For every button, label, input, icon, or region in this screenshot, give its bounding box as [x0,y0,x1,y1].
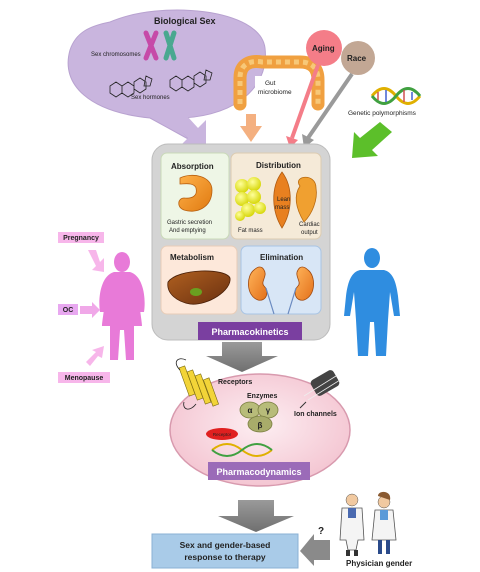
pregnancy-arrow [88,250,104,272]
liver-icon [167,270,231,305]
lean-label2: mass [275,205,289,211]
enzyme-icon: α γ β [239,401,279,433]
kidney-left-icon [248,266,268,301]
gut-label-line2: microbiome [258,89,292,96]
pregnancy-label: Pregnancy [63,235,99,242]
fat-cells-icon [235,177,266,221]
pharmacodynamics-title: Pharmacodynamics [216,467,301,477]
elimination-title: Elimination [260,253,303,262]
female-figure [99,252,145,360]
cardiac-label1: Cardiac [299,222,320,228]
oc-box [58,304,78,315]
muscle-icon [273,171,291,229]
dna-strand-icon [211,443,273,457]
dna-icon [370,87,422,105]
receptor-badge [206,428,238,440]
receptors-label: Receptors [218,379,252,386]
cardiac-label2: output [301,230,318,236]
ion-channel-icon [299,370,341,409]
steroid-molecule-icon [109,69,213,98]
stomach-icon [178,174,213,212]
alpha-label: α [248,406,253,415]
sex-to-pk-arrow [162,104,206,146]
pharmacodynamics-label-box [208,462,310,480]
menopause-arrow [86,346,104,366]
distribution-title: Distribution [256,161,301,170]
oc-label: OC [63,307,74,314]
gut-label-line1: Gut [265,80,276,87]
question-mark: ? [318,526,324,537]
pharmacokinetics-label-box [198,322,302,340]
pharmacokinetics-panel: Absorption Gastric secretion And emptyin… [151,143,331,341]
race-pin: Race [302,41,375,148]
beta-label: β [258,421,263,430]
absorption-line1: Gastric secretion [167,220,212,226]
biological-sex-title: Biological Sex [154,16,216,26]
oc-arrow [80,302,100,318]
ion-channels-label: Ion channels [294,411,337,418]
chromosome-icon [143,30,177,61]
physician-gender-label: Physician gender [346,559,412,568]
gut-to-pk-arrow [240,114,262,142]
physician-to-response-arrow [300,534,330,566]
receptor-badge-label: Receptor [213,432,232,437]
absorption-title: Absorption [171,162,214,171]
absorption-line2: And emptying [169,228,206,234]
aging-pin: Aging [286,30,342,148]
male-figure [344,248,400,356]
sex-chromosomes-label: Sex chromosomes [91,52,141,58]
biological-sex-bubble: Biological Sex Sex chromosomes Sex hormo… [67,9,266,146]
pd-to-response-arrow [218,500,294,532]
response-line1: Sex and gender-based [180,540,271,550]
lean-label1: Lean [277,197,290,203]
physician-female-icon [371,491,397,554]
pregnancy-box [58,232,104,243]
genetic-polymorphisms-label: Genetic polymorphisms [348,110,417,117]
physician-male-icon [339,493,365,556]
sex-hormones-label: Sex hormones [131,95,170,101]
race-label: Race [347,54,367,63]
enzymes-label: Enzymes [247,393,277,400]
fat-mass-label: Fat mass [238,228,263,234]
aging-label: Aging [312,44,335,53]
menopause-label: Menopause [65,375,104,382]
kidney-right-icon [294,266,314,301]
response-line2: response to therapy [184,552,266,562]
menopause-box [58,372,110,383]
gamma-label: γ [266,406,271,415]
pk-to-pd-arrow [206,342,278,372]
receptor-icon [175,358,219,410]
pharmacokinetics-title: Pharmacokinetics [211,327,288,337]
pharmacodynamics-cell: Receptors Enzymes α γ β Ion channels Rec… [169,358,351,487]
genetic-to-pk-arrow [352,122,392,158]
response-box [151,533,299,569]
heart-icon [295,176,317,223]
metabolism-title: Metabolism [170,253,214,262]
